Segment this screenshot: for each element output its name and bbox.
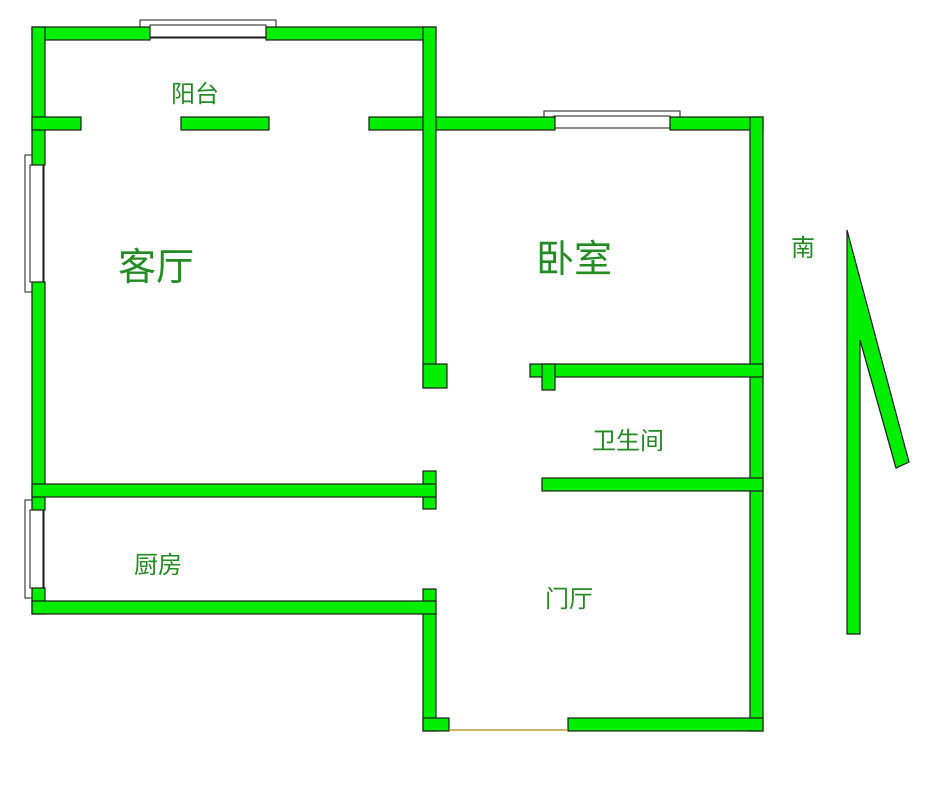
compass-arrow bbox=[846, 229, 910, 635]
room-label-kitchen: 厨房 bbox=[134, 551, 182, 579]
wall-balcony-partition-3 bbox=[368, 116, 556, 131]
wall-foyer-bottom-right bbox=[567, 717, 764, 732]
room-label-foyer: 门厅 bbox=[545, 585, 593, 613]
wall-central-stub-top bbox=[422, 363, 448, 389]
wall-balcony-top-right bbox=[265, 26, 437, 41]
room-label-living-room: 客厅 bbox=[118, 245, 194, 289]
wall-bedroom-bottom-stub bbox=[541, 363, 556, 391]
bedroom-top-window bbox=[543, 110, 681, 129]
wall-kitchen-bottom bbox=[31, 600, 437, 615]
wall-balcony-partition-2 bbox=[180, 116, 270, 131]
wall-balcony-partition-1 bbox=[31, 116, 82, 131]
room-label-bathroom: 卫生间 bbox=[592, 427, 664, 455]
living-room-left-window bbox=[24, 154, 45, 293]
room-label-bedroom: 卧室 bbox=[536, 237, 612, 281]
wall-right-outer bbox=[749, 116, 764, 732]
wall-living-bottom bbox=[31, 483, 437, 498]
wall-bedroom-top-right bbox=[669, 116, 764, 131]
wall-left-middle bbox=[31, 281, 46, 511]
kitchen-left-window bbox=[24, 499, 45, 599]
room-label-balcony: 阳台 bbox=[171, 80, 219, 108]
balcony-top-window bbox=[139, 19, 277, 39]
compass-label: 南 bbox=[791, 234, 815, 262]
wall-bathroom-bottom bbox=[541, 477, 764, 492]
wall-central-upper bbox=[422, 26, 437, 389]
wall-left-upper bbox=[31, 26, 46, 166]
wall-balcony-top-left bbox=[31, 26, 151, 41]
wall-bedroom-bottom bbox=[529, 363, 764, 378]
wall-foyer-bottom-left bbox=[422, 717, 450, 732]
